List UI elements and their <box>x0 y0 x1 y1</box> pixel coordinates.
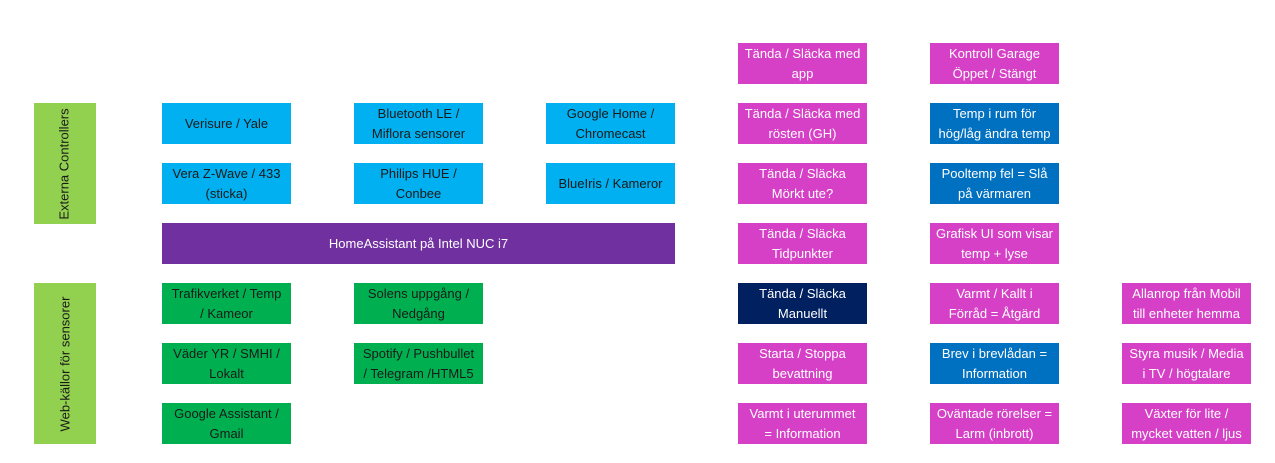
source-spotify: Spotify / Pushbullet / Telegram /HTML5 <box>354 343 483 384</box>
controller-vera: Vera Z-Wave / 433 (sticka) <box>162 163 291 204</box>
action-dark: Tända / Släcka Mörkt ute? <box>738 163 867 204</box>
controller-blueiris: BlueIris / Kameror <box>546 163 675 204</box>
action-uterum: Varmt i uterummet = Information <box>738 403 867 444</box>
action-motion: Oväntade rörelser = Larm (inbrott) <box>930 403 1059 444</box>
action-plants: Växter för lite / mycket vatten / ljus <box>1122 403 1251 444</box>
action-room-temp: Temp i rum för hög/låg ändra temp <box>930 103 1059 144</box>
hub-homeassistant: HomeAssistant på Intel NUC i7 <box>162 223 675 264</box>
action-mail: Brev i brevlådan = Information <box>930 343 1059 384</box>
source-trafikverket: Trafikverket / Temp / Kameor <box>162 283 291 324</box>
action-time: Tända / Släcka Tidpunkter <box>738 223 867 264</box>
action-music: Styra musik / Media i TV / högtalare <box>1122 343 1251 384</box>
source-solens: Solens uppgång / Nedgång <box>354 283 483 324</box>
side-label-text: Web-källor för sensorer <box>57 296 72 431</box>
side-label-text: Externa Controllers <box>57 107 72 220</box>
controller-philips-hue: Philips HUE / Conbee <box>354 163 483 204</box>
source-vader: Väder YR / SMHI / Lokalt <box>162 343 291 384</box>
side-label-web-sources: Web-källor för sensorer <box>34 283 96 444</box>
action-ui: Grafisk UI som visar temp + lyse <box>930 223 1059 264</box>
action-manual: Tända / Släcka Manuellt <box>738 283 867 324</box>
action-voice: Tända / Släcka med rösten (GH) <box>738 103 867 144</box>
action-garage: Kontroll Garage Öppet / Stängt <box>930 43 1059 84</box>
action-broadcast: Allanrop från Mobil till enheter hemma <box>1122 283 1251 324</box>
controller-bluetooth: Bluetooth LE / Miflora sensorer <box>354 103 483 144</box>
action-pool: Pooltemp fel = Slå på värmaren <box>930 163 1059 204</box>
action-app: Tända / Släcka med app <box>738 43 867 84</box>
action-watering: Starta / Stoppa bevattning <box>738 343 867 384</box>
controller-google-home: Google Home / Chromecast <box>546 103 675 144</box>
source-google-assistant: Google Assistant / Gmail <box>162 403 291 444</box>
controller-verisure: Verisure / Yale <box>162 103 291 144</box>
action-forrad: Varmt / Kallt i Förråd = Åtgärd <box>930 283 1059 324</box>
side-label-external-controllers: Externa Controllers <box>34 103 96 224</box>
